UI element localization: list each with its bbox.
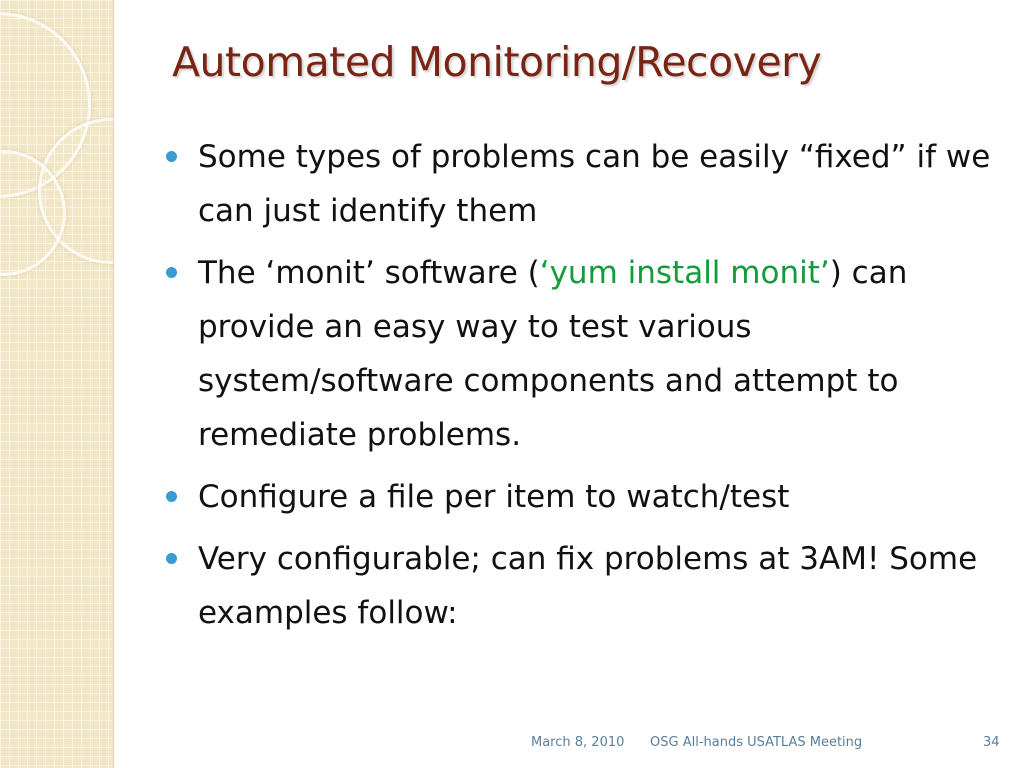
bullet-dot-icon [166,491,177,502]
footer-date: March 8, 2010 [531,735,625,750]
footer-meeting: OSG All-hands USATLAS Meeting [650,735,863,750]
bullet-item: Some types of problems can be easily “fi… [162,130,992,238]
command-highlight: ‘yum install monit’ [539,255,830,291]
bullet-dot-icon [166,553,177,564]
bullet-text-suffix: ) can provide an easy way to test variou… [198,255,908,453]
bullet-text: Very configurable; can fix problems at 3… [198,541,978,631]
bullet-dot-icon [166,151,177,162]
bullet-item: The ‘monit’ software (‘yum install monit… [162,246,992,462]
bullet-text: Configure a file per item to watch/test [198,479,790,515]
bullet-text: Some types of problems can be easily “fi… [198,139,991,229]
bullet-item: Configure a file per item to watch/test [162,470,992,524]
bullet-text-prefix: The ‘monit’ software ( [198,255,540,291]
bullet-list: Some types of problems can be easily “fi… [162,130,992,648]
bullet-dot-icon [166,267,177,278]
footer-page-number: 34 [983,735,1000,750]
decorative-sidebar [0,0,114,768]
bullet-item: Very configurable; can fix problems at 3… [162,532,992,640]
slide-title: Automated Monitoring/Recovery [172,38,822,86]
